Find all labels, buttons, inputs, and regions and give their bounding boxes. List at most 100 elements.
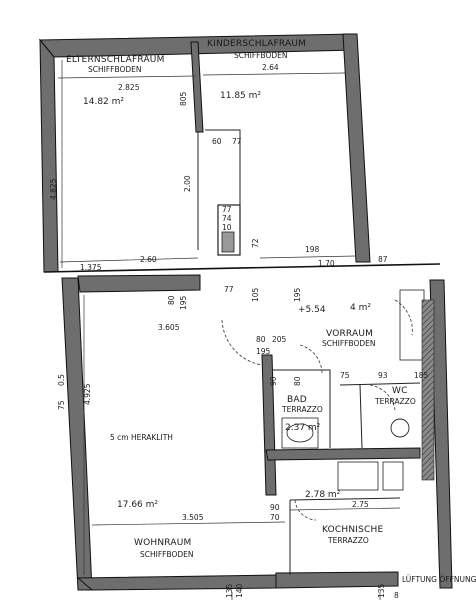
dim-135-b: 135 <box>377 583 386 598</box>
door-arc-entry <box>394 299 413 336</box>
door-arc-kitchen <box>294 499 317 521</box>
tub-basin <box>286 423 314 443</box>
door-arc-bath <box>299 344 323 376</box>
inner-partitions <box>197 129 435 575</box>
wall-bath-wc <box>272 369 331 448</box>
room-name-vorraum: VORRAUM <box>326 329 373 339</box>
fixtures <box>281 417 410 491</box>
wall-wc-left <box>359 384 363 449</box>
dim-205: 205 <box>272 335 287 344</box>
dim-70: 70 <box>270 513 280 522</box>
room-name-bad: BAD <box>287 395 307 405</box>
room-name-elternschlafraum: ELTERNSCHLAFRAUM <box>66 55 165 65</box>
dim-3605: 3.605 <box>158 323 180 332</box>
room-name-wohnraum: WOHNRAUM <box>134 538 191 548</box>
doors <box>221 299 413 521</box>
dim-2825: 2.825 <box>118 83 140 92</box>
dim-195-c: 195 <box>256 347 271 356</box>
dim-80-a: 80 <box>167 295 176 305</box>
room-floor-kochnische: TERRAZZO <box>327 536 369 545</box>
notes: 5 cm HERAKLITH +5.54 LÜFTUNG ÖFFNUNG <box>110 305 476 584</box>
building-line <box>43 263 441 273</box>
dim-90: 90 <box>269 376 278 386</box>
dim-90-b: 90 <box>270 503 280 512</box>
kitchen-counter <box>337 461 379 491</box>
dim-170: 1.70 <box>318 259 335 268</box>
toilet <box>390 418 410 438</box>
room-floor-kinderschlafraum: SCHIFFBODEN <box>234 51 288 60</box>
dim-77-c: 77 <box>224 285 234 294</box>
wall-left-upper <box>39 38 59 273</box>
dim-87: 87 <box>378 255 388 264</box>
dim-60: 60 <box>212 137 222 146</box>
dim-72: 72 <box>251 238 260 248</box>
room-labels: ELTERNSCHLAFRAUM SCHIFFBODEN 14.82 m² KI… <box>66 39 416 559</box>
room-area-bad: 2.37 m² <box>285 423 321 433</box>
dimension-texts: 2.825 2.64 4.825 805 60 77 2.00 77 74 10… <box>49 63 429 600</box>
room-name-kochnische: KOCHNISCHE <box>322 525 383 535</box>
dim-1375: 1.375 <box>80 263 102 272</box>
upper-outer-walls <box>38 33 371 273</box>
wall-kitchen-top <box>289 497 401 501</box>
dim-135-a: 135 <box>225 583 234 598</box>
wall-partition-bedrooms <box>190 41 204 133</box>
bathtub <box>281 417 319 449</box>
wall-top-living <box>77 274 201 293</box>
dimline-198 <box>259 255 356 259</box>
dim-77-a: 77 <box>232 137 242 146</box>
dimline-3505 <box>91 521 286 526</box>
dim-264: 2.64 <box>262 63 279 72</box>
stove <box>382 461 404 491</box>
wall-bottom-living <box>76 574 277 591</box>
dim-10: 10 <box>222 223 232 232</box>
dim-198: 198 <box>305 245 320 254</box>
wall-right-lower <box>429 279 453 589</box>
dim-140: 140 <box>235 583 244 598</box>
ventilation-shaft <box>421 299 435 481</box>
dim-105: 105 <box>251 287 260 302</box>
dimline-275 <box>289 507 401 511</box>
dim-185: 185 <box>414 371 429 380</box>
dim-200: 2.00 <box>183 175 192 192</box>
room-floor-bad: TERRAZZO <box>281 405 323 414</box>
wall-bath-left <box>261 354 277 496</box>
lower-outer-walls <box>61 274 453 591</box>
wall-vorraum-bottom <box>339 382 421 386</box>
dim-80-c: 80 <box>293 376 302 386</box>
wall-left-lower <box>61 277 93 591</box>
dim-805: 805 <box>179 91 188 106</box>
dim-4925: 4.925 <box>83 383 92 405</box>
room-floor-vorraum: SCHIFFBODEN <box>322 339 376 348</box>
room-name-wc: WC <box>392 386 408 396</box>
chimney-flue <box>221 231 235 253</box>
room-area-wohnraum: 17.66 m² <box>117 500 158 510</box>
dim-275: 2.75 <box>352 500 369 509</box>
wall-bottom-kitchen <box>275 571 399 589</box>
dimension-lines <box>57 60 401 600</box>
room-name-kinderschlafraum: KINDERSCHLAFRAUM <box>207 39 306 49</box>
note-lueftung: LÜFTUNG ÖFFNUNG <box>402 575 476 584</box>
dim-75-b: 75 <box>57 400 66 410</box>
dim-260: 2.60 <box>140 255 157 264</box>
note-heraklith: 5 cm HERAKLITH <box>110 433 173 442</box>
dim-195-b: 195 <box>293 287 302 302</box>
room-floor-wohnraum: SCHIFFBODEN <box>140 550 194 559</box>
dim-195-a: 195 <box>179 295 188 310</box>
dim-80-b: 80 <box>256 335 266 344</box>
dim-75: 75 <box>340 371 350 380</box>
dim-05: 0.5 <box>57 374 66 386</box>
dim-3505: 3.505 <box>182 513 204 522</box>
dim-77-b: 77 <box>222 205 232 214</box>
door-arc-living <box>221 319 263 366</box>
room-area-kinderschlafraum: 11.85 m² <box>220 91 261 101</box>
room-area-kochnische: 2.78 m² <box>305 490 341 500</box>
dim-74: 74 <box>222 214 232 223</box>
room-floor-wc: TERRAZZO <box>374 397 416 406</box>
room-area-vorraum: 4 m² <box>350 303 371 313</box>
chimney-block <box>217 204 241 256</box>
wall-bath-bottom <box>265 447 421 461</box>
dim-8: 8 <box>394 591 399 600</box>
room-area-elternschlafraum: 14.82 m² <box>83 97 124 107</box>
dim-4825: 4.825 <box>49 178 58 200</box>
